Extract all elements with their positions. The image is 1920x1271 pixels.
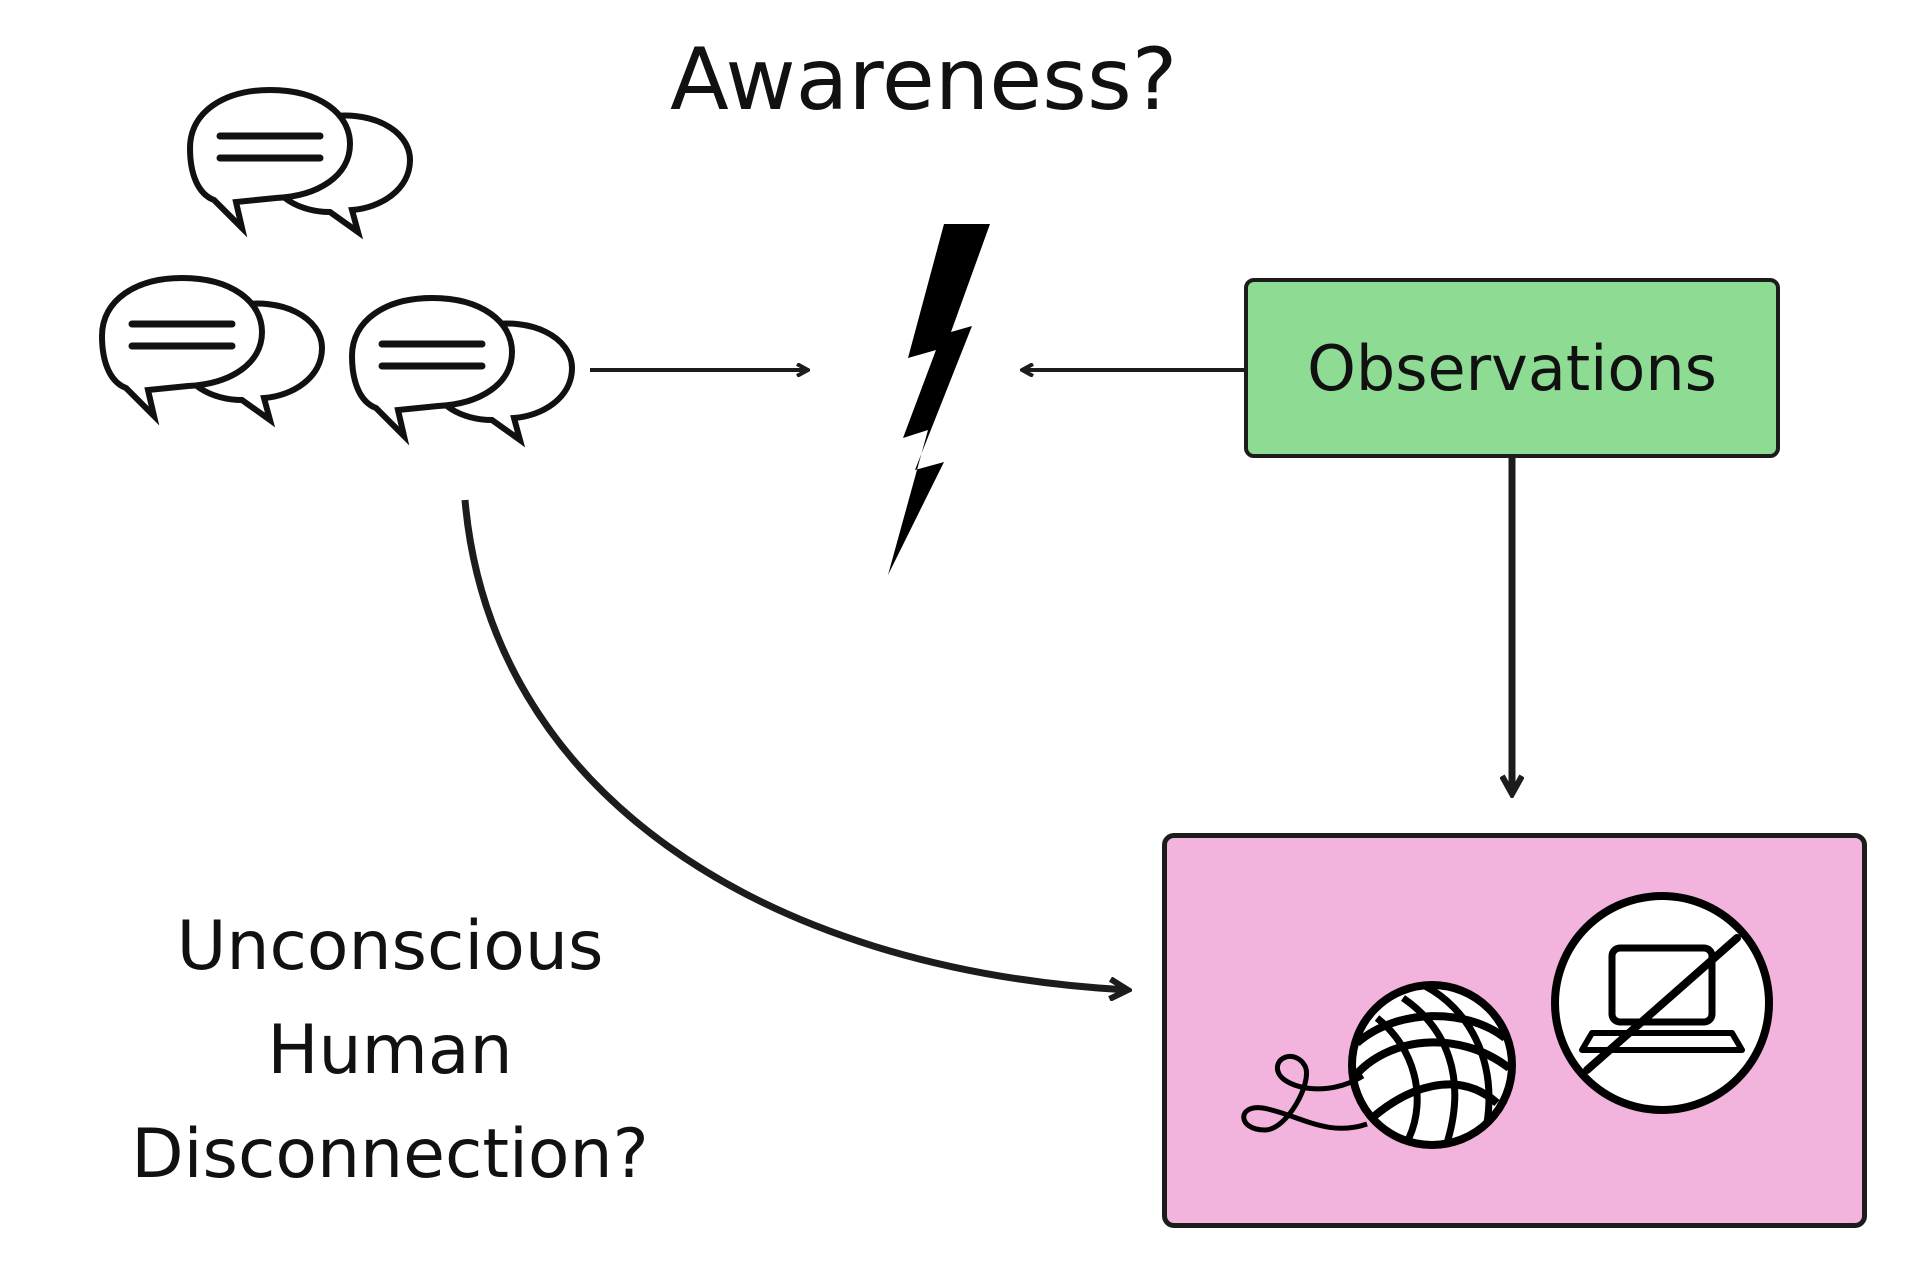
speech-bubbles-icon <box>102 90 572 440</box>
observations-label: Observations <box>1307 331 1717 405</box>
yarn-ball-icon <box>1241 981 1516 1149</box>
unconscious-disconnection-label: Unconscious Human Disconnection? <box>100 895 680 1207</box>
no-laptop-icon <box>1551 892 1773 1114</box>
diagram-title: Awareness? <box>670 30 1178 130</box>
result-box <box>1162 833 1867 1228</box>
side-label-line: Disconnection? <box>131 1115 649 1194</box>
side-label-line: Unconscious <box>176 907 604 986</box>
lightning-bolt-icon <box>888 224 990 575</box>
side-label-line: Human <box>267 1011 513 1090</box>
observations-box: Observations <box>1244 278 1780 458</box>
curved-arrow-bubbles-to-result <box>461 499 1128 990</box>
